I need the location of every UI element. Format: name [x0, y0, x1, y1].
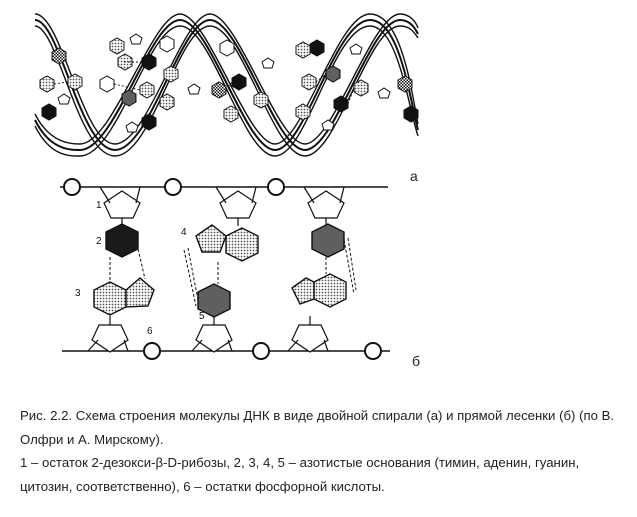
ladder-panel: [60, 178, 390, 360]
adenine-pentagon: [125, 277, 155, 308]
sugar-pentagon: [91, 324, 129, 353]
caption-legend: 1 – остаток 2-дезокси-β-D-рибозы, 2, 3, …: [20, 455, 580, 494]
phosphate-groups-top: [63, 178, 285, 196]
guanine-pentagon: [195, 224, 227, 253]
sugar-residues-top: [99, 186, 345, 226]
figure-caption: Рис. 2.2. Схема строения молекулы ДНК в …: [20, 404, 626, 498]
phosphate-circle: [164, 178, 182, 196]
phosphate-circle: [364, 342, 382, 360]
label-adenine: 3: [75, 288, 81, 299]
phosphate-groups-bottom: [143, 342, 382, 360]
phosphate-circle: [63, 178, 81, 196]
adenine-base: [93, 281, 127, 316]
thymine-base: [105, 223, 139, 258]
dna-figure: а: [34, 13, 420, 369]
label-cytosine: 5: [199, 311, 205, 322]
phosphate-circle: [143, 342, 161, 360]
base-pair-cytosine-guanine-2: [291, 223, 357, 308]
caption-title: Рис. 2.2. Схема строения молекулы ДНК в …: [20, 408, 615, 447]
base-pair-thymine-adenine: [93, 223, 155, 316]
helix-strand-2: [34, 13, 419, 157]
sugar-pentagon: [219, 190, 257, 219]
label-phosphate: 6: [147, 326, 153, 337]
phosphate-circle: [252, 342, 270, 360]
helix-hydrogen-bonds: [53, 61, 355, 105]
cytosine-base: [311, 223, 345, 258]
cytosine-base: [197, 283, 231, 318]
phosphate-circle: [267, 178, 285, 196]
ladder-number-labels: 1 2 3 4 5 6: [75, 200, 205, 337]
label-sugar: 1: [96, 200, 102, 211]
sugar-pentagon: [195, 324, 233, 353]
panel-a-label: а: [410, 168, 418, 184]
sugar-residues-bottom: [87, 316, 329, 353]
label-guanine: 4: [181, 227, 187, 238]
guanine-base: [313, 273, 347, 308]
sugar-pentagon: [307, 190, 345, 219]
guanine-pentagon: [291, 277, 315, 305]
sugar-pentagon: [291, 324, 329, 353]
sugar-pentagon: [103, 190, 141, 219]
helix-bases: [39, 33, 419, 133]
guanine-base: [225, 227, 259, 262]
base-pair-guanine-cytosine-1: [183, 224, 259, 318]
panel-b-label: б: [412, 353, 420, 369]
double-helix-panel: [34, 13, 419, 157]
label-thymine: 2: [96, 236, 102, 247]
